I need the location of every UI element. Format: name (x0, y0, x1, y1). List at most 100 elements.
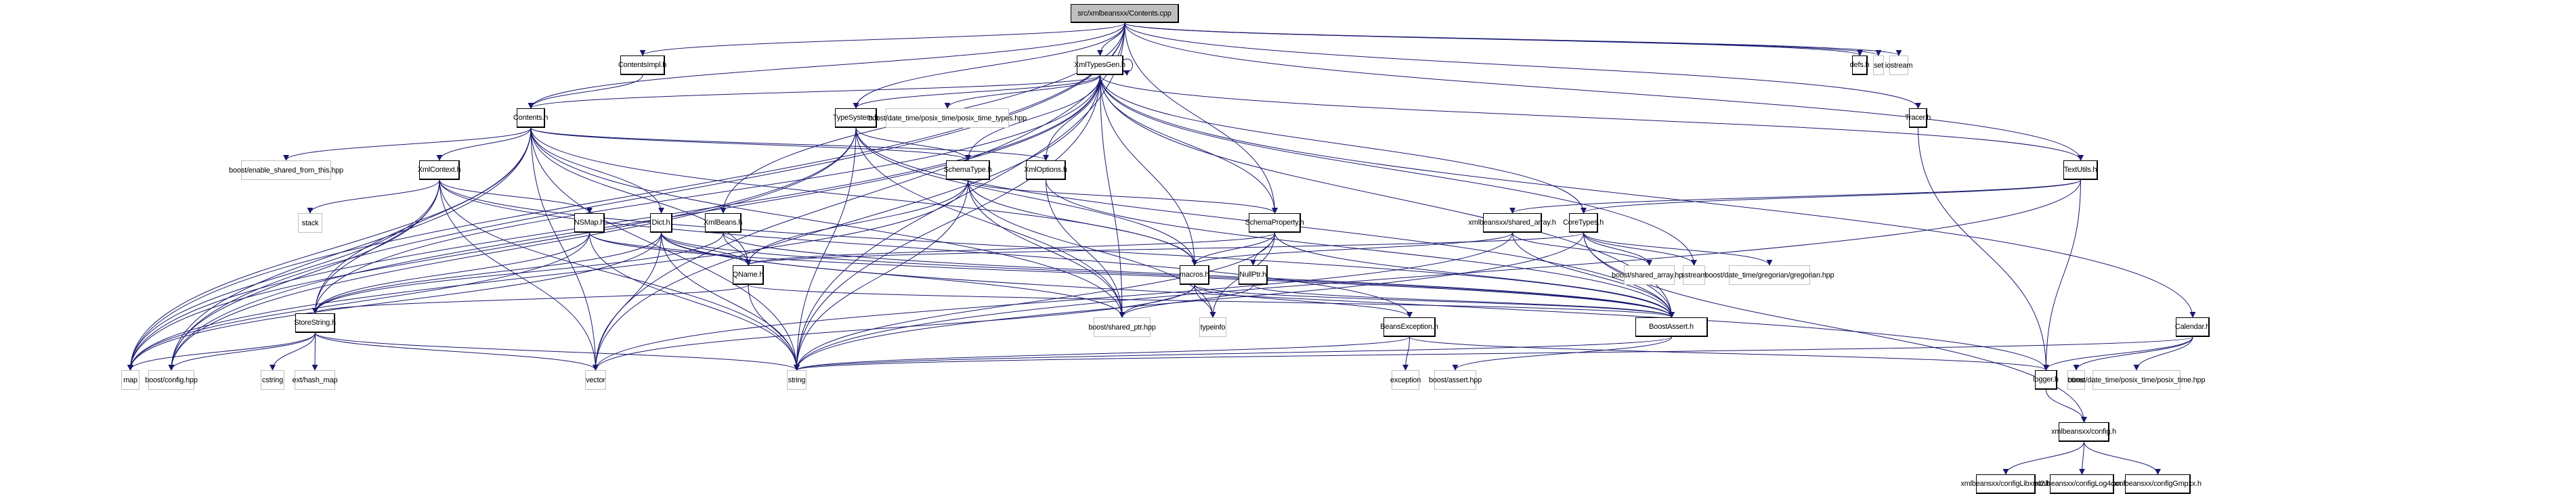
node-xmltypesgen[interactable]: XmlTypesGen.h (1074, 55, 1125, 75)
edge-XmlTypesGen-to-map (127, 74, 1100, 371)
node-root[interactable]: src/xmlbeansxx/Contents.cpp (1071, 4, 1179, 23)
edge-NSMap-to-BoostAssert (589, 232, 1675, 318)
node-macros[interactable]: macros.h (1180, 265, 1209, 285)
node-enable-shared-from-this: boost/enable_shared_from_this.hpp (229, 160, 343, 180)
edge-Contents-to-Dict (530, 127, 664, 214)
edge-shared_array_h-to-vector (593, 232, 1513, 371)
edge-XmlContext-to-stack (307, 179, 440, 214)
edge-SchemaProperty-to-string (794, 232, 1275, 371)
edge-NullPtr-to-shared_ptr (1119, 284, 1253, 318)
edge-XmlOptions-to-shared_ptr (1046, 179, 1125, 318)
node-xmlbeans[interactable]: XmlBeans.h (704, 213, 742, 233)
node-boost-assert: boost/assert.hpp (1429, 370, 1482, 390)
edge-Tracer-to-logger (1918, 127, 2049, 371)
edge-Contents-to-SchemaType (530, 127, 971, 161)
edge-XmlTypesGen-to-posix_time_types (944, 74, 1100, 109)
edge-root-to-iostream (1124, 22, 1902, 56)
node-config-gmpxx[interactable]: xmlbeansxx/configGmpxx.h (2113, 474, 2202, 494)
node-dict[interactable]: Dict.h (650, 213, 672, 233)
edge-StoreString-to-hash_map (312, 332, 318, 371)
edge-TextUtils-to-string (794, 179, 2081, 371)
edge-Contents-to-QName (530, 127, 752, 266)
edge-Contents-to-shared_ptr (530, 127, 1125, 318)
edge-XmlTypesGen-to-boost_config (168, 74, 1100, 371)
edge-SchemaProperty-to-BoostAssert (1274, 232, 1675, 318)
node-xmloptions[interactable]: XmlOptions.h (1024, 160, 1067, 180)
node-shared-array-hpp: boost/shared_array.hpp (1612, 265, 1687, 285)
node-config-log4cxx[interactable]: xmlbeansxx/configLog4cxx.h (2036, 474, 2128, 494)
edge-SchemaType-to-shared_ptr (968, 179, 1125, 318)
node-string: string (787, 370, 807, 390)
edge-root-to-XmlTypesGen (1097, 22, 1125, 56)
edge-shared_array_h-to-BoostAssert (1512, 232, 1675, 318)
node-nsmap[interactable]: NSMap.h (574, 213, 605, 233)
edge-NSMap-to-map (127, 232, 590, 371)
node-sstream: sstream (1681, 265, 1707, 285)
node-posix-time-types: boost/date_time/posix_time/posix_time_ty… (868, 108, 1027, 128)
node-nullptr[interactable]: NullPtr.h (1239, 265, 1268, 285)
edge-root-to-map (127, 22, 1125, 371)
edge-root-to-Contents (528, 22, 1125, 109)
edge-Dict-to-logger (661, 232, 2049, 371)
node-config-libxml2[interactable]: xmlbeansxx/configLibxml2.h (1960, 474, 2051, 494)
node-contents[interactable]: Contents.h (513, 108, 548, 128)
node-logger[interactable]: logger.h (2033, 370, 2059, 390)
edge-StoreString-to-boost_config (168, 332, 316, 371)
edge-macros-to-BoostAssert (1194, 284, 1675, 318)
node-xmlcontext[interactable]: XmlContext.h (418, 160, 461, 180)
edge-XmlTypesGen-to-SchemaType (965, 74, 1100, 161)
edge-CoreTypes-to-sstream (1583, 232, 1697, 266)
edge-Calendar-to-string (794, 336, 2193, 371)
edge-xconfig-to-configLog4cxx (2079, 441, 2086, 475)
node-calendar[interactable]: Calendar.h (2175, 317, 2210, 337)
node-xmlbeansxx-config[interactable]: xmlbeansxx/config.h (2051, 422, 2116, 442)
node-typesystem[interactable]: TypeSystem.h (833, 108, 878, 128)
edge-StoreString-to-cstring (270, 332, 316, 371)
node-vector: vector (585, 370, 606, 390)
node-hash-map: ext/hash_map (293, 370, 338, 390)
node-defs[interactable]: defs.h (1850, 55, 1870, 75)
edge-xconfig-to-configLibxml2 (2002, 441, 2084, 475)
edge-Dict-to-StoreString (312, 232, 662, 314)
node-shared-array-h[interactable]: xmlbeansxx/shared_array.h (1468, 213, 1556, 233)
edge-TextUtils-to-shared_array_h (1509, 179, 2081, 214)
node-iostream: iostream (1885, 55, 1912, 75)
node-textutils[interactable]: TextUtils.h (2063, 160, 2098, 180)
edge-XmlTypesGen-to-Contents (528, 74, 1100, 109)
edge-BoostAssert-to-boost_assert (1452, 336, 1672, 371)
node-coretypes[interactable]: CoreTypes.h (1563, 213, 1604, 233)
edge-XmlTypesGen-to-string (794, 74, 1100, 371)
edge-Contents-to-vector (530, 127, 599, 371)
edge-StoreString-to-vector (315, 332, 599, 371)
node-boostassert[interactable]: BoostAssert.h (1635, 317, 1708, 337)
node-shared-ptr: boost/shared_ptr.hpp (1088, 317, 1156, 337)
node-stack: stack (298, 213, 322, 233)
edge-StoreString-to-map (127, 332, 316, 371)
node-contentsimpl[interactable]: ContentsImpl.h (618, 55, 666, 75)
node-beansexception[interactable]: BeansException.h (1380, 317, 1438, 337)
edge-CoreTypes-to-gregorian (1583, 232, 1773, 266)
edge-Calendar-to-logger (2043, 336, 2193, 371)
node-qname[interactable]: QName.h (733, 265, 764, 285)
edge-SchemaProperty-to-macros (1191, 232, 1275, 266)
edge-Contents-to-XmlOptions (530, 127, 1049, 161)
node-schemaproperty[interactable]: SchemaProperty.h (1245, 213, 1304, 233)
edge-XmlTypesGen-to-TypeSystem (853, 74, 1100, 109)
edge-BoostAssert-to-string (794, 336, 1672, 371)
edge-root-to-TypeSystem (853, 22, 1125, 109)
edge-TypeSystem-to-SchemaType (855, 127, 971, 161)
edge-root-to-TextUtils (1124, 22, 2084, 161)
edge-SchemaType-to-map (127, 179, 968, 371)
node-tracer[interactable]: Tracer.h (1905, 108, 1931, 128)
edge-Dict-to-BoostAssert (661, 232, 1675, 318)
node-storestring[interactable]: StoreString.h (294, 313, 336, 333)
edge-TypeSystem-to-macros (855, 127, 1198, 266)
edge-Contents-to-StoreString (312, 127, 532, 314)
edge-QName-to-string (748, 284, 800, 371)
node-exception: exception (1390, 370, 1421, 390)
node-cstring: cstring (261, 370, 284, 390)
edge-BeansException-to-logger (1409, 336, 2049, 371)
node-schematype[interactable]: SchemaType.h (944, 160, 992, 180)
